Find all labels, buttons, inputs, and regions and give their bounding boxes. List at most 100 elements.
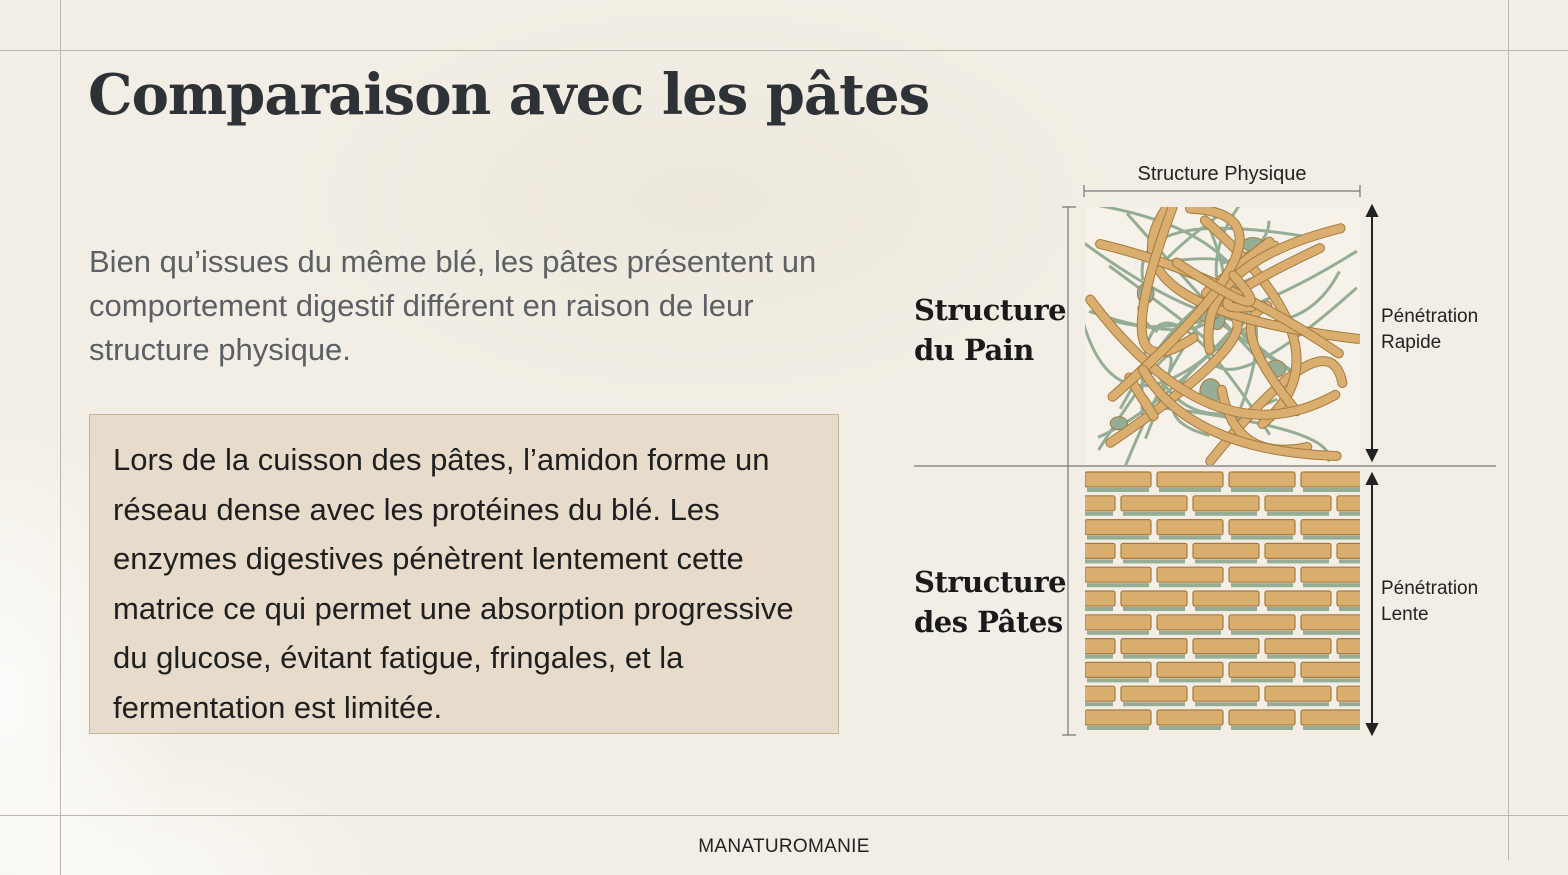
starch-brick [1373,662,1439,677]
highlight-box: Lors de la cuisson des pâtes, l’amidon f… [89,414,839,734]
slow-line1: Pénétration [1381,578,1479,599]
pasta-structure-label: Structure des Pâtes [914,562,1067,642]
protein-layer [1303,535,1360,540]
protein-layer [1447,726,1509,730]
protein-layer [979,512,1041,516]
starch-brick [1300,709,1360,726]
protein-layer [1303,678,1360,683]
protein-layer [1303,488,1360,492]
starch-brick [1085,519,1152,536]
protein-layer [1123,607,1185,611]
starch-brick [1264,590,1332,607]
starch-brick [1336,542,1360,559]
protein-layer [1339,511,1360,516]
starch-brick [1156,566,1224,583]
page-title: Comparaison avec les pâtes [88,62,930,128]
starch-brick [1085,495,1116,512]
starch-brick [1120,495,1188,512]
protein-layer [1087,630,1149,635]
pasta-brick-illustration [977,471,1511,730]
protein-layer [1411,655,1473,659]
starch-brick [1085,590,1116,607]
protein-layer [1375,678,1437,682]
protein-layer [1123,654,1185,659]
starch-brick [1445,662,1511,677]
starch-brick [1300,661,1360,678]
rapid-line2: Rapide [1381,332,1442,353]
slow-line2: Lente [1381,604,1429,625]
bread-structure-label: Structure du Pain [914,290,1067,370]
starch-brick [1300,471,1360,488]
protein-layer [1159,630,1221,635]
protein-layer [1085,607,1113,611]
protein-layer [1267,511,1329,516]
protein-layer [1267,607,1329,611]
protein-layer [1085,511,1113,516]
starch-brick [1264,685,1332,702]
starch-brick [1085,542,1116,559]
starch-brick [1409,496,1475,511]
pasta-label-line1: Structure [914,565,1067,599]
protein-layer [1123,702,1185,707]
protein-layer [1339,607,1360,611]
left-rule [60,0,61,875]
starch-brick [1336,685,1360,702]
starch-brick [1300,566,1360,583]
protein-layer [1195,702,1257,707]
starch-brick [1409,639,1475,654]
starch-brick [1300,614,1360,631]
starch-brick [1156,614,1224,631]
protein-layer [1087,488,1149,492]
protein-layer [1267,654,1329,659]
protein-layer [1267,559,1329,564]
starch-strand [1125,373,1158,421]
starch-brick [1120,637,1188,655]
starch-brick [1228,614,1296,631]
protein-layer [1159,678,1221,683]
bottom-rule [0,815,1568,816]
right-rule [1508,0,1509,860]
protein-layer [1087,583,1149,588]
highlight-text: Lors de la cuisson des pâtes, l’amidon f… [113,442,794,725]
protein-layer [1375,631,1437,635]
starch-brick [1085,638,1116,655]
protein-layer [1123,559,1185,564]
protein-layer [1231,726,1293,730]
protein-layer [1087,678,1149,683]
footer-brand: MANATUROMANIE [698,836,870,857]
width-bracket [1083,185,1361,197]
bread-network-illustration [1085,207,1360,465]
protein-layer [1231,488,1293,492]
starch-brick [1120,685,1188,702]
starch-brick [977,496,1043,511]
protein-layer [1085,654,1113,659]
starch-brick [1120,590,1188,607]
protein-layer [1195,511,1257,516]
starch-brick [1085,614,1152,631]
starch-strand [1172,258,1255,306]
starch-brick [1264,637,1332,655]
starch-brick [1192,495,1260,512]
protein-layer [1195,607,1257,611]
protein-layer [1411,512,1473,516]
protein-layer [1159,583,1221,588]
protein-strand [1140,226,1309,281]
starch-strand [1138,365,1341,460]
protein-layer [1411,559,1473,563]
starch-brick [1264,495,1332,512]
protein-layer [1267,702,1329,707]
structure-physique-label: Structure Physique [1137,163,1307,185]
starch-brick [1192,542,1260,560]
protein-layer [1447,631,1509,635]
protein-layer [1231,678,1293,683]
starch-brick [1300,519,1360,536]
starch-brick [1156,518,1224,536]
starch-brick [1192,685,1260,702]
starch-brick [977,686,1043,701]
starch-brick [1228,518,1296,536]
starch-brick [1085,661,1152,678]
starch-brick [1409,686,1475,701]
protein-layer [1375,536,1437,540]
starch-brick [1013,710,1079,725]
